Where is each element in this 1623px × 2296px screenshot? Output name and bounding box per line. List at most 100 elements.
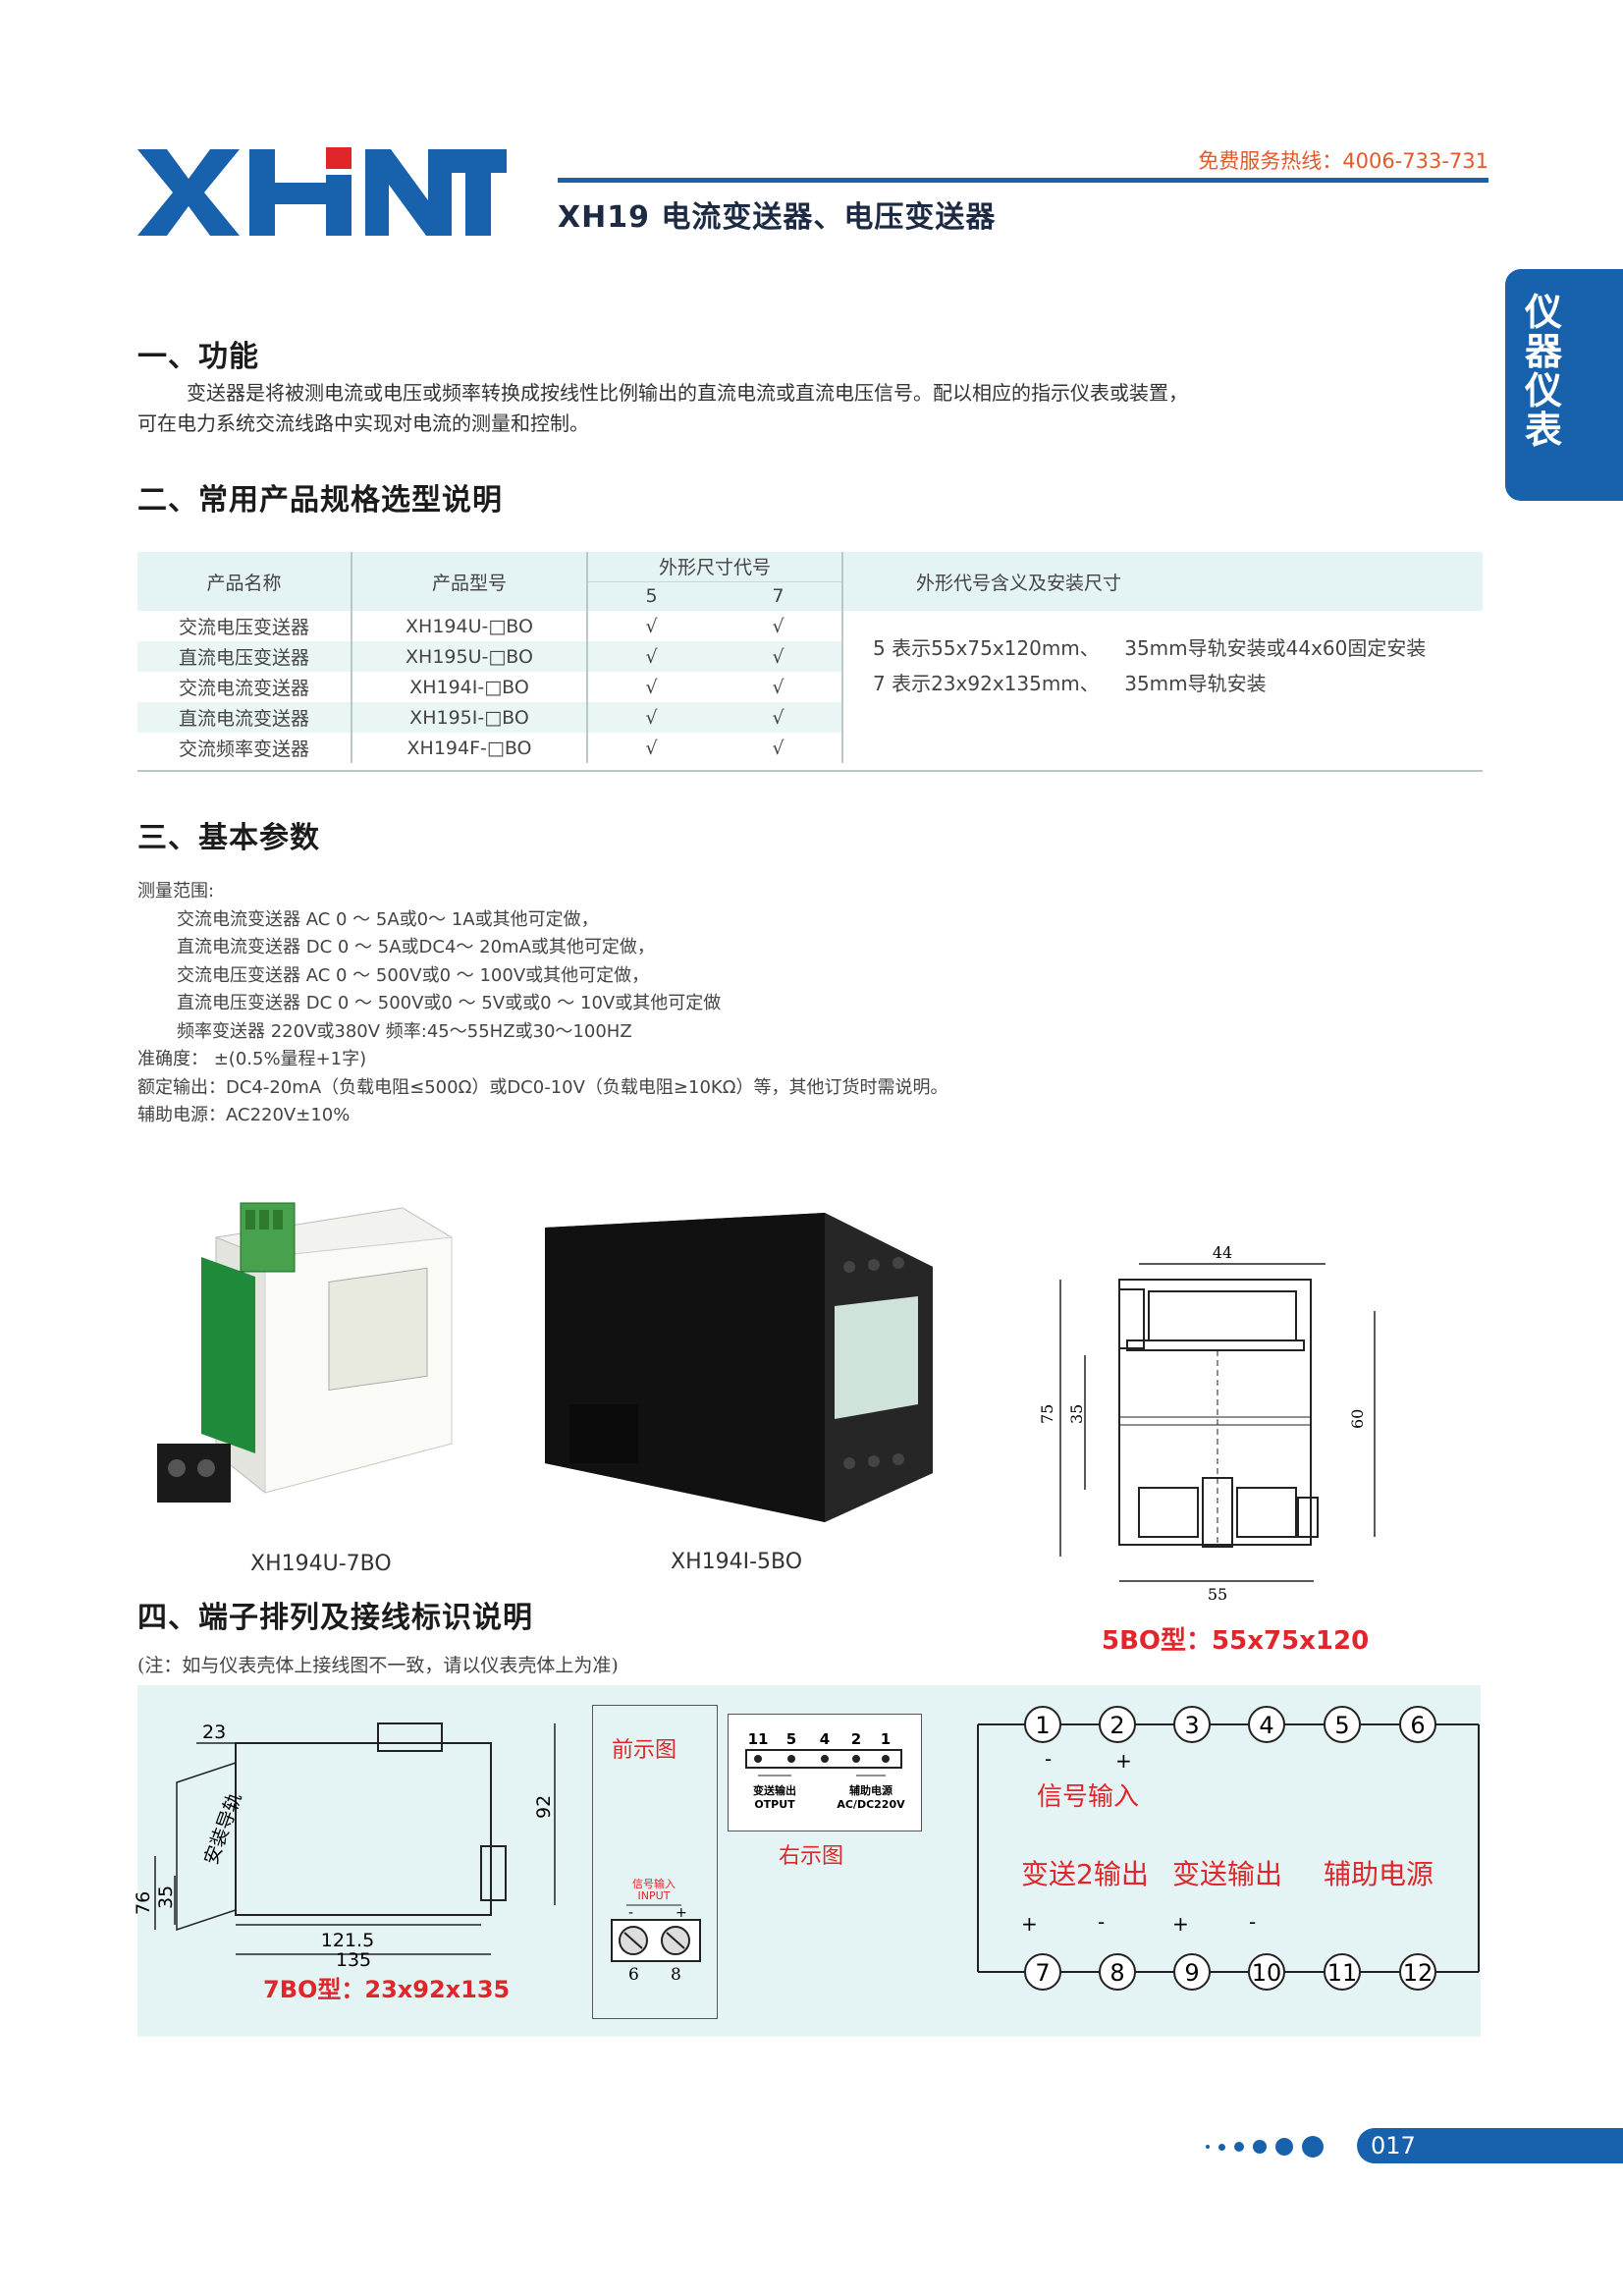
input-plus: +	[676, 1905, 687, 1921]
cell-check: √	[772, 737, 784, 759]
rv-aux-label: 辅助电源	[849, 1783, 893, 1797]
param-line: 测量范围:	[137, 881, 215, 902]
terminal-number: 5	[1334, 1712, 1349, 1739]
param-line: 额定输出：DC4-20mA（负载电阻≤500Ω）或DC0-10V（负载电阻≥10…	[137, 1076, 948, 1098]
dimension-drawing-5bo: 44 75 35 60 55	[1038, 1232, 1394, 1606]
dot	[1218, 2143, 1225, 2151]
side-tab-char: 表	[1524, 409, 1562, 452]
wiring-note: (注：如与仪表壳体上接线图不一致，请以仪表壳体上为准)	[137, 1655, 619, 1676]
cell-model: XH194F-□BO	[351, 733, 587, 763]
function-text-line1: 变送器是将被测电流或电压或频率转换成按线性比例输出的直流电流或直流电压信号。配以…	[187, 381, 1188, 405]
terminal-number: 4	[1259, 1712, 1273, 1739]
hotline: 免费服务热线：4006-733-731	[1198, 149, 1488, 173]
dim-76: 76	[133, 1891, 154, 1915]
terminal-6: 6	[1399, 1706, 1436, 1743]
meaning-line2: 7 表示23x92x135mm、 35mm导轨安装	[873, 672, 1267, 695]
dim-35b: 35	[155, 1886, 177, 1909]
pm-sign: -	[1249, 1910, 1256, 1934]
section-title-wiring: 四、端子排列及接线标识说明	[137, 1601, 533, 1635]
dim-35: 35	[1067, 1404, 1086, 1424]
rv-num: 2	[851, 1730, 861, 1748]
dot	[1234, 2142, 1244, 2152]
sig-minus: -	[1045, 1747, 1052, 1771]
input-label-en: INPUT	[638, 1889, 671, 1902]
cell-name: 交流频率变送器	[178, 738, 309, 760]
page-title: XH19 电流变送器、电压变送器	[558, 200, 997, 235]
cell-model: XH194I-□BO	[351, 672, 587, 702]
terminal-number: 8	[1109, 1959, 1124, 1987]
caption-photo1: XH194U-7BO	[250, 1552, 392, 1576]
product-photo-xh194i-5bo	[540, 1208, 933, 1532]
terminal-number: 10	[1252, 1959, 1282, 1987]
function-text-line2: 可在电力系统交流线路中实现对电流的测量和控制。	[137, 411, 589, 435]
terminal-1: 1	[1024, 1706, 1061, 1743]
rv-num: 1	[881, 1730, 891, 1748]
dot	[1302, 2136, 1324, 2158]
terminal-8: 8	[671, 1965, 681, 1985]
th-code-5: 5	[586, 580, 715, 611]
rv-out-label: 变送输出	[753, 1783, 796, 1797]
cell-model: XH195I-□BO	[351, 702, 587, 733]
terminal-11: 11	[1324, 1953, 1361, 1991]
cell-name: 直流电流变送器	[137, 702, 352, 733]
cell-name: 交流电压变送器	[178, 617, 309, 638]
th-code-7: 7	[715, 580, 842, 611]
spec-table: 产品名称 产品型号 外形尺寸代号 外形代号含义及安装尺寸 5 7 交流电压变送器…	[137, 552, 1483, 763]
dot	[1253, 2140, 1267, 2154]
output2-label: 变送2输出	[1021, 1858, 1149, 1890]
terminal-2: 2	[1099, 1706, 1136, 1743]
terminal-number: 7	[1035, 1959, 1050, 1987]
pm-sign: -	[1098, 1910, 1105, 1934]
dim-121-5: 121.5	[321, 1930, 374, 1951]
side-tab-char: 器	[1524, 330, 1562, 373]
side-tab-char: 仪	[1524, 369, 1562, 412]
section-title-params: 三、基本参数	[137, 821, 320, 855]
terminal-number: 6	[1410, 1712, 1425, 1739]
cell-check: √	[586, 611, 715, 641]
table-bottom-rule	[137, 770, 1483, 772]
dot	[1275, 2138, 1293, 2156]
terminal-12: 12	[1399, 1953, 1436, 1991]
meaning-cell: 5 表示55x75x120mm、 35mm导轨安装或44x60固定安装 7 表示…	[841, 611, 1483, 763]
param-line: 频率变送器 220V或380V 频率:45～55HZ或30～100HZ	[177, 1020, 632, 1042]
right-view-box: 11 5 4 2 1 变送输出 OTPUT 辅助电源 AC/DC220V	[728, 1714, 922, 1831]
dim-75: 75	[1038, 1404, 1056, 1424]
cell-name: 交流电流变送器	[178, 678, 309, 699]
param-line: 准确度： ±(0.5%量程+1字)	[137, 1049, 367, 1069]
param-line: 交流电流变送器 AC 0 ～ 5A或0～ 1A或其他可定做，	[177, 908, 599, 930]
dim-23: 23	[202, 1722, 226, 1743]
dim-55: 55	[1208, 1585, 1227, 1604]
cell-model: XH195U-□BO	[351, 641, 587, 672]
dim-135: 135	[336, 1949, 371, 1971]
th-meaning: 外形代号含义及安装尺寸	[841, 552, 1483, 611]
rv-aux-en: AC/DC220V	[837, 1798, 905, 1811]
meaning-line1: 5 表示55x75x120mm、 35mm导轨安装或44x60固定安装	[873, 636, 1427, 660]
cell-check: √	[715, 702, 842, 733]
right-view-label: 右示图	[779, 1844, 844, 1869]
terminal-4: 4	[1248, 1706, 1285, 1743]
rv-num: 4	[820, 1730, 830, 1748]
section-title-spec: 二、常用产品规格选型说明	[137, 483, 503, 518]
param-line: 直流电流变送器 DC 0 ～ 5A或DC4～ 20mA或其他可定做，	[177, 937, 655, 957]
param-line: 辅助电源：AC220V±10%	[137, 1105, 351, 1125]
front-view-label: 前示图	[612, 1738, 677, 1763]
sig-plus: +	[1115, 1749, 1132, 1773]
cell-check: √	[586, 641, 715, 672]
terminal-8: 8	[1099, 1953, 1136, 1991]
input-minus: -	[628, 1905, 633, 1921]
aux-power-label: 辅助电源	[1324, 1858, 1434, 1890]
product-photo-xh194u-7bo	[157, 1198, 461, 1532]
terminal-6: 6	[628, 1965, 639, 1985]
terminal-number: 11	[1327, 1959, 1358, 1987]
terminal-number: 12	[1403, 1959, 1434, 1987]
terminal-number: 2	[1109, 1712, 1124, 1739]
cell-check: √	[586, 672, 715, 702]
terminal-5: 5	[1324, 1706, 1361, 1743]
caption-7bo: 7BO型：23x92x135	[263, 1976, 511, 2003]
side-category-tab: 仪 器 仪 表	[1505, 269, 1623, 501]
terminal-3: 3	[1173, 1706, 1211, 1743]
xhnt-logo	[134, 137, 507, 236]
rv-num: 11	[748, 1730, 769, 1748]
dim-92: 92	[533, 1795, 555, 1819]
